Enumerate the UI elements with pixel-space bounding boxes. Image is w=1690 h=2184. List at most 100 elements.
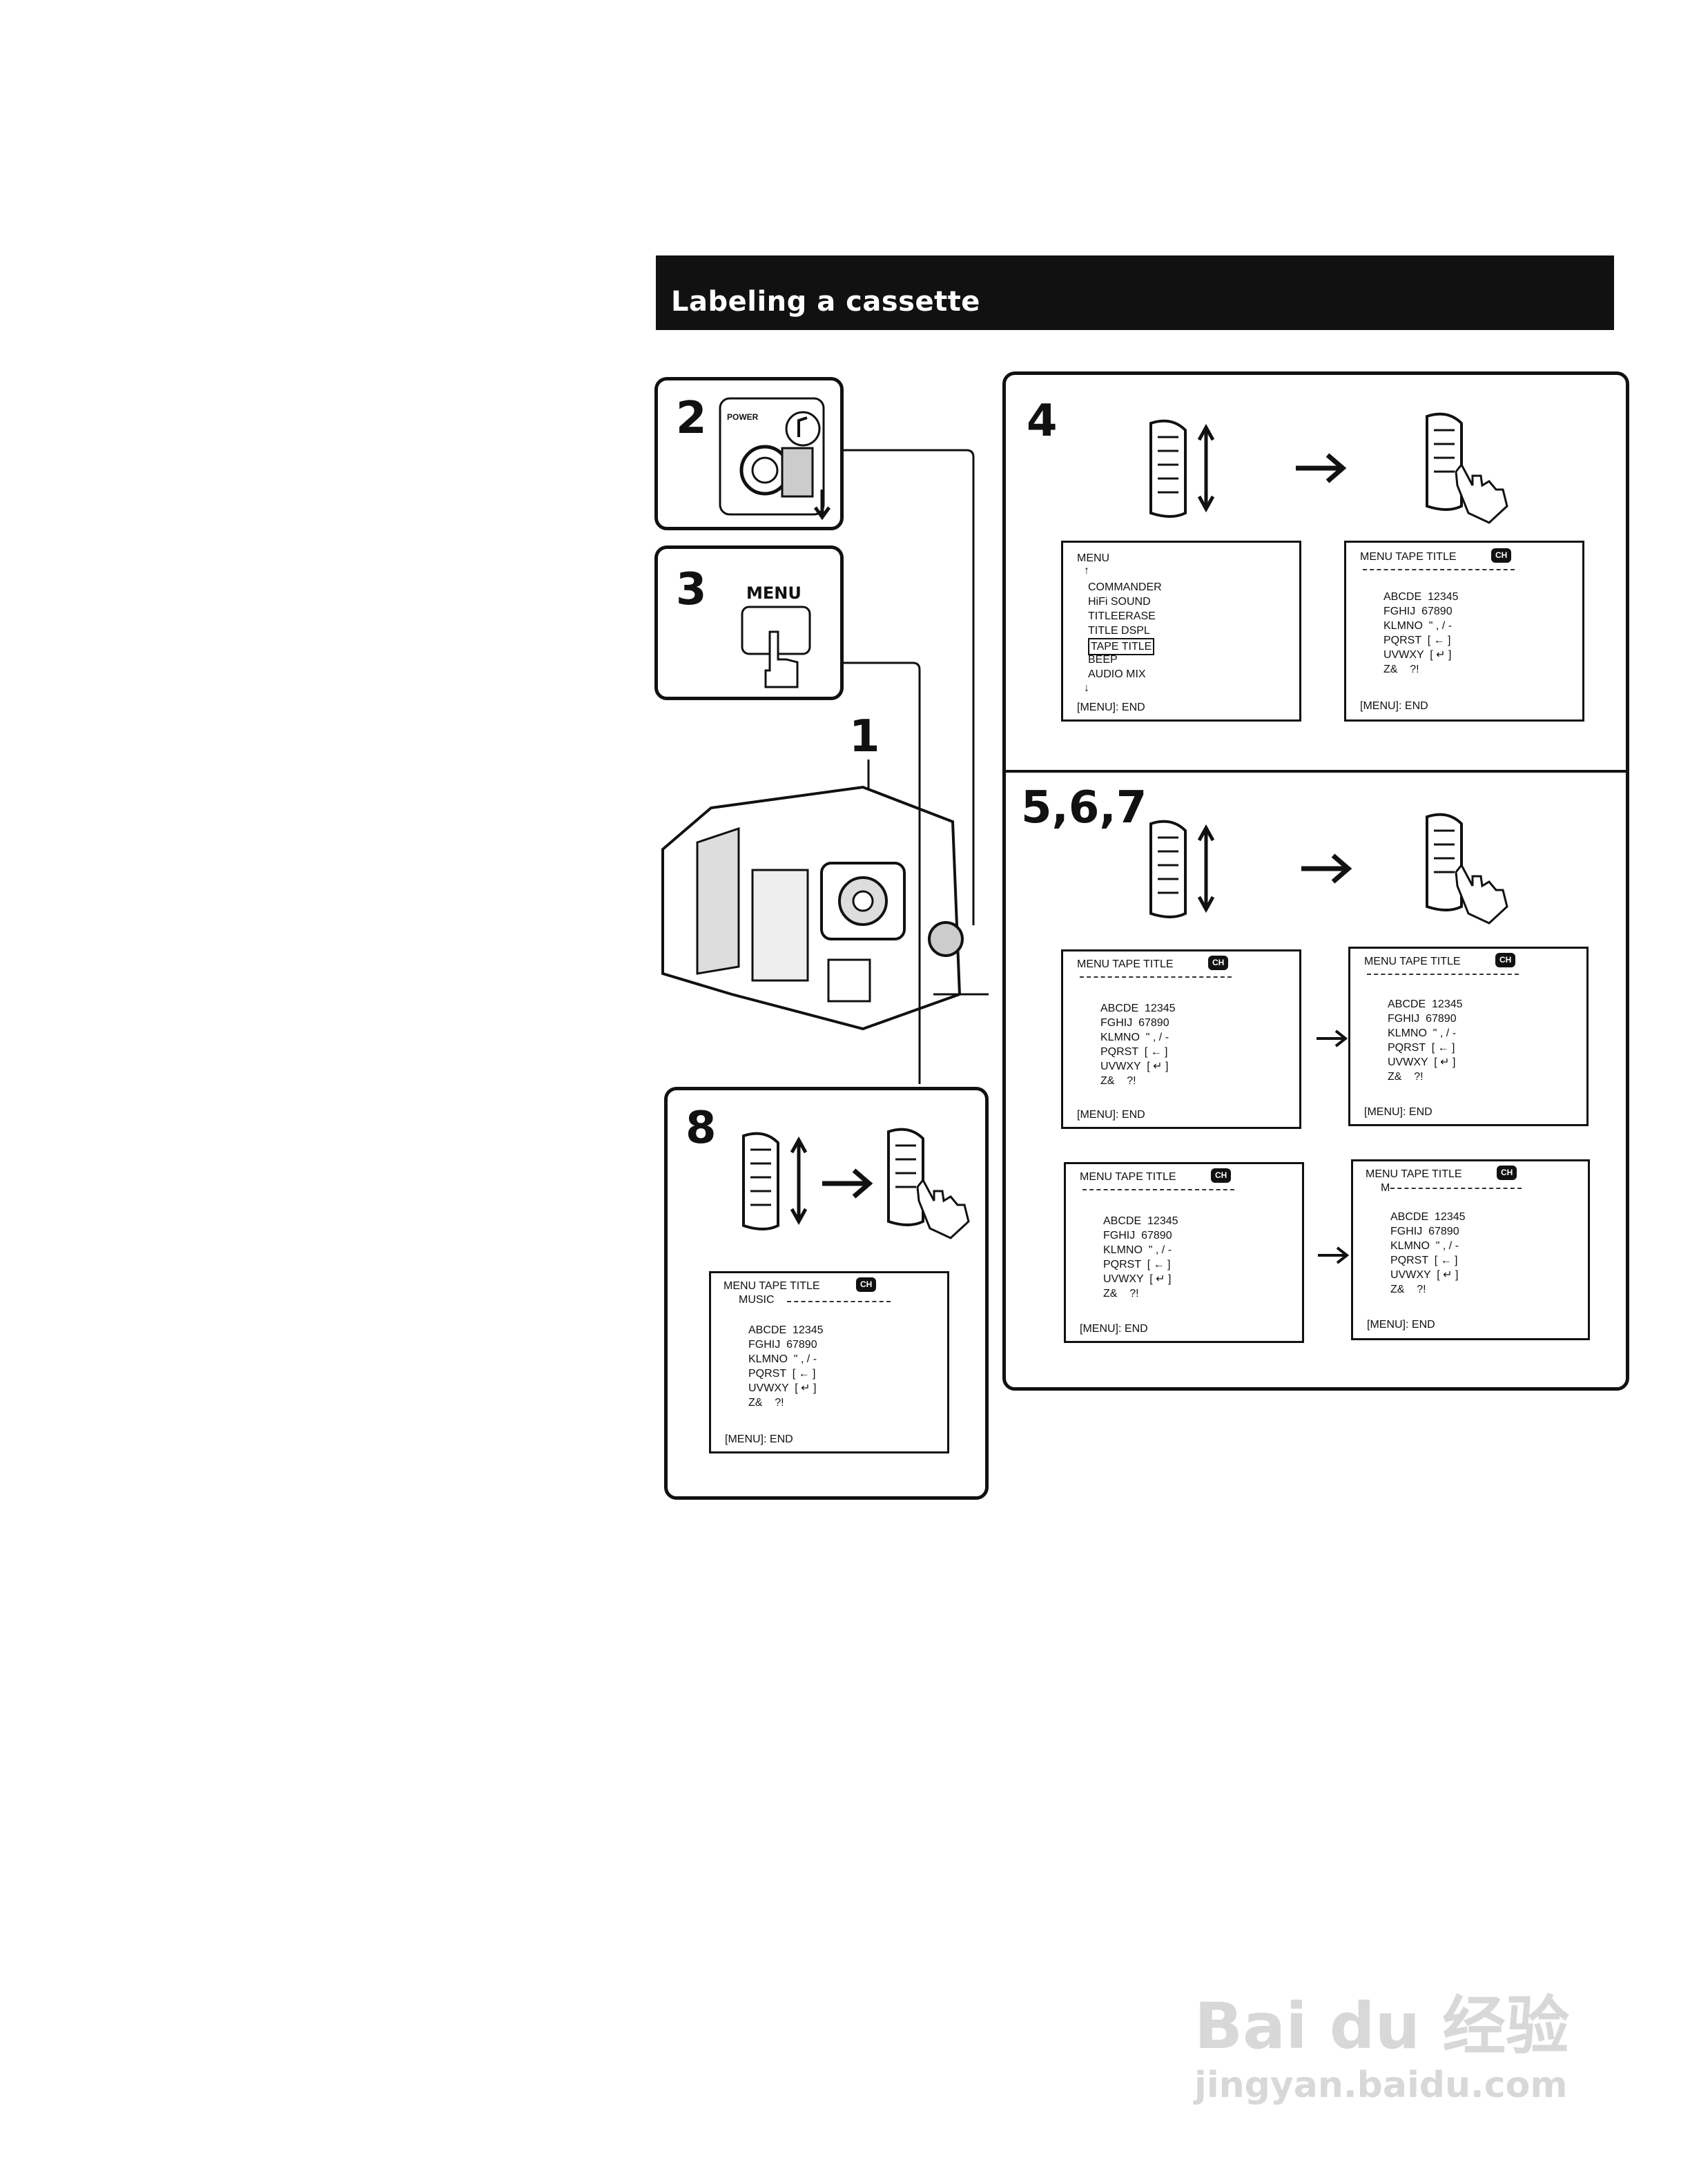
- char-row: UVWXY [ ↵ ]: [1388, 1056, 1456, 1068]
- char-row: ABCDE 12345: [1100, 1003, 1176, 1014]
- power-switch-illustration: [719, 397, 831, 521]
- ch-badge: CH: [856, 1277, 877, 1292]
- char-row: PQRST [ ← ]: [1390, 1255, 1458, 1266]
- dial-press-hand-icon: [1426, 813, 1508, 925]
- screen-footer: [MENU]: END: [725, 1433, 793, 1445]
- screen-header: MENU TAPE TITLE: [723, 1280, 820, 1292]
- char-row: UVWXY [ ↵ ]: [1383, 649, 1452, 661]
- char-row: ABCDE 12345: [1390, 1211, 1466, 1223]
- char-row: PQRST [ ← ]: [1103, 1259, 1171, 1270]
- char-row: Z& ?!: [748, 1397, 784, 1409]
- title-entry-line: [787, 1301, 891, 1302]
- down-arrow-icon: ↓: [1084, 682, 1089, 694]
- char-row: ABCDE 12345: [1388, 998, 1463, 1010]
- ch-badge: CH: [1497, 1166, 1517, 1180]
- screen-header: MENU TAPE TITLE: [1366, 1168, 1462, 1180]
- char-row: UVWXY [ ↵ ]: [1103, 1273, 1172, 1285]
- char-row: FGHIJ 67890: [1390, 1226, 1459, 1237]
- ch-badge: CH: [1208, 956, 1229, 970]
- title-entry-line: [1080, 976, 1232, 978]
- menu-header: MENU: [1077, 552, 1110, 564]
- menu-button-label: MENU: [746, 583, 802, 603]
- char-row: Z& ?!: [1100, 1075, 1136, 1087]
- dial-press-hand-icon: [1426, 412, 1508, 524]
- menu-footer: [MENU]: END: [1077, 702, 1145, 713]
- dial-press-hand-icon: [887, 1128, 970, 1239]
- up-arrow-icon: ↑: [1084, 565, 1089, 577]
- char-row: UVWXY [ ↵ ]: [1390, 1269, 1459, 1281]
- dial-turn-icon: [742, 1132, 808, 1230]
- arrow-right-icon: [1296, 453, 1347, 483]
- watermark-brand: Bai du 经验: [1194, 1989, 1570, 2063]
- char-row-selected: KLMNO " , / -: [1390, 1240, 1459, 1252]
- char-row: Z& ?!: [1390, 1284, 1426, 1295]
- screen-header: MENU TAPE TITLE: [1080, 1171, 1176, 1183]
- ch-badge: CH: [1491, 548, 1512, 563]
- screen-footer: [MENU]: END: [1080, 1323, 1148, 1335]
- char-row: KLMNO " , / -: [748, 1353, 817, 1365]
- camcorder-illustration: [661, 785, 964, 1031]
- title-entry-line: [1082, 1189, 1234, 1190]
- char-row-selected: KLMNO " , / -: [1100, 1032, 1169, 1043]
- char-row: Z& ?!: [1383, 664, 1419, 675]
- char-row: FGHIJ 67890: [1383, 606, 1453, 617]
- steps-4-7-panel: 4 MENU ↑ COMMANDER HiFi SOUND TITLEERASE…: [1002, 371, 1629, 1391]
- char-row-selected: UVWXY [ ↵ ]: [748, 1382, 817, 1394]
- step3-panel: 3 MENU: [654, 545, 844, 700]
- screen-footer: [MENU]: END: [1077, 1109, 1145, 1121]
- screen-footer: [MENU]: END: [1360, 700, 1428, 712]
- tape-title-screen: MENU TAPE TITLE CH MUSIC ABCDE 12345 FGH…: [709, 1271, 949, 1453]
- char-row: Z& ?!: [1388, 1071, 1424, 1083]
- char-row: FGHIJ 67890: [1388, 1013, 1457, 1025]
- char-row-selected: ABCDE 12345: [1383, 591, 1459, 603]
- step-number: 5,6,7: [1021, 782, 1147, 833]
- step2-panel: 2 POWER: [654, 377, 844, 530]
- title-entry-value: MUSIC: [739, 1294, 775, 1306]
- power-label: POWER: [727, 412, 759, 422]
- tape-title-screen: MENU TAPE TITLE CH ABCDE 12345 FGHIJ 678…: [1061, 949, 1301, 1129]
- tape-title-screen: MENU TAPE TITLE CH ABCDE 12345 FGHIJ 678…: [1348, 947, 1589, 1126]
- step-number: 8: [686, 1103, 717, 1154]
- menu-screen: MENU ↑ COMMANDER HiFi SOUND TITLEERASE T…: [1061, 541, 1301, 722]
- char-row: FGHIJ 67890: [1100, 1017, 1169, 1029]
- step8-panel: 8 MENU TAPE TITLE CH MUSIC ABCDE 12345 F…: [664, 1087, 989, 1500]
- menu-item: COMMANDER: [1088, 581, 1162, 593]
- menu-item: TITLE DSPL: [1088, 625, 1150, 637]
- char-row: Z& ?!: [1103, 1288, 1139, 1299]
- char-row-selected: KLMNO " , / -: [1103, 1244, 1172, 1256]
- char-row: UVWXY [ ↵ ]: [1100, 1061, 1169, 1072]
- screen-footer: [MENU]: END: [1364, 1106, 1432, 1118]
- ch-badge: CH: [1211, 1168, 1232, 1183]
- menu-press-hand-icon: [741, 606, 811, 688]
- tape-title-screen: MENU TAPE TITLE CH M ABCDE 12345 FGHIJ 6…: [1351, 1159, 1590, 1340]
- section-banner: Labeling a cassette: [656, 255, 1614, 330]
- title-entry-line: [1367, 974, 1519, 975]
- char-row: PQRST [ ← ]: [748, 1368, 816, 1380]
- arrow-right-icon: [1318, 1246, 1350, 1264]
- menu-item: AUDIO MIX: [1088, 668, 1146, 680]
- char-row: FGHIJ 67890: [1103, 1230, 1172, 1241]
- char-row-selected: KLMNO " , / -: [1388, 1027, 1457, 1039]
- watermark-url: jingyan.baidu.com: [1194, 2065, 1568, 2106]
- screen-header: MENU TAPE TITLE: [1364, 956, 1461, 967]
- screen-footer: [MENU]: END: [1367, 1319, 1435, 1331]
- title-entry-value: M: [1381, 1182, 1390, 1194]
- title-entry-line: [1363, 569, 1515, 570]
- tape-title-screen: MENU TAPE TITLE CH ABCDE 12345 FGHIJ 678…: [1344, 541, 1584, 722]
- menu-item: TITLEERASE: [1088, 610, 1156, 622]
- char-row: PQRST [ ← ]: [1383, 635, 1451, 646]
- char-row: PQRST [ ← ]: [1100, 1046, 1168, 1058]
- title-entry-line: [1390, 1188, 1522, 1189]
- menu-item-selected: TAPE TITLE: [1088, 638, 1155, 655]
- page-title: Labeling a cassette: [671, 286, 980, 318]
- char-row: PQRST [ ← ]: [1388, 1042, 1455, 1054]
- step1-number: 1: [849, 711, 880, 762]
- char-row: KLMNO " , / -: [1383, 620, 1453, 632]
- dial-turn-icon: [1149, 419, 1215, 518]
- step-number: 3: [676, 564, 707, 615]
- connector-lines: [844, 449, 989, 1084]
- screen-header: MENU TAPE TITLE: [1360, 551, 1457, 563]
- tape-title-screen: MENU TAPE TITLE CH ABCDE 12345 FGHIJ 678…: [1064, 1162, 1304, 1343]
- char-row: ABCDE 12345: [1103, 1215, 1178, 1227]
- step-number: 2: [676, 393, 707, 444]
